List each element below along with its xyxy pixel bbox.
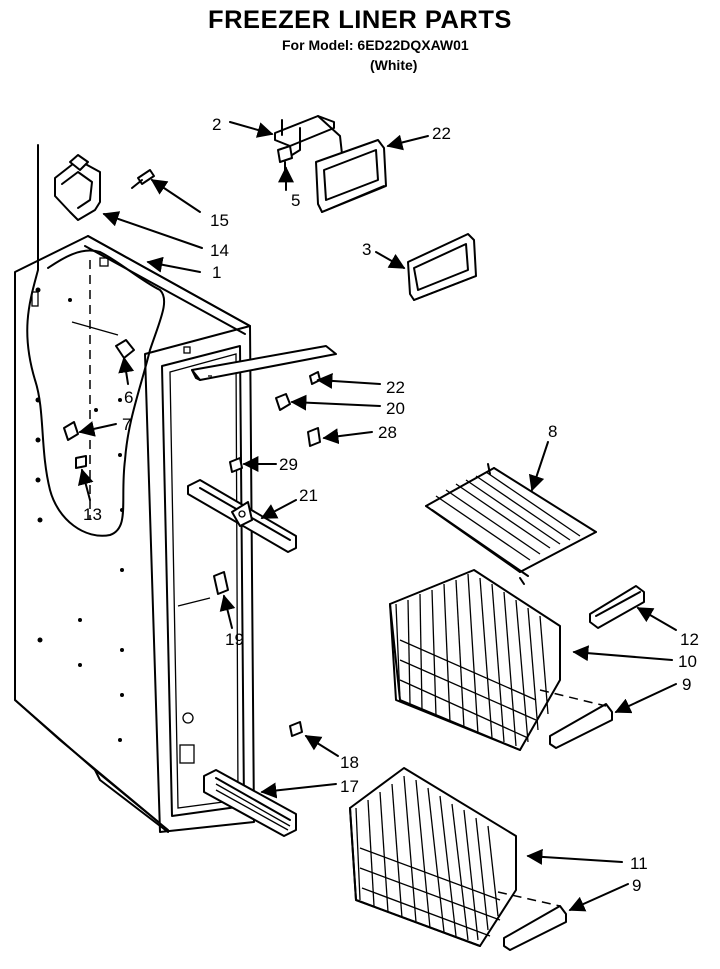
callout-22-mid: 28 [378,423,397,442]
clip-part-21 [275,393,291,411]
screw-part-20 [309,371,321,385]
basket-rail-part-9-upper [539,689,613,749]
clip-part-6 [115,339,135,359]
upper-bracket-part-14 [54,154,101,221]
callout-12: 12 [680,630,699,649]
callout-15: 15 [210,211,229,230]
callout-29: 29 [279,455,298,474]
callout-5: 5 [291,191,300,210]
clip-part-19 [213,571,229,595]
callout-8: 8 [548,422,557,441]
callout-labels: 2 22 5 15 14 3 1 22 6 20 7 28 8 29 21 13… [83,115,699,895]
screw-part-15 [131,169,155,189]
trim-part-22-top [315,139,387,213]
bottom-grille-part-17 [203,769,297,837]
freezer-liner [14,144,255,833]
callout-17: 17 [340,777,359,796]
upper-basket-part-10 [389,569,561,751]
clip-part-7 [63,408,98,441]
callout-14: 14 [210,241,229,260]
page-title: FREEZER LINER PARTS [208,6,512,34]
callout-2: 2 [212,115,221,134]
callout-13: 13 [83,505,102,524]
callout-1: 1 [212,263,221,282]
model-color: (White) [370,57,418,73]
callout-22: 22 [432,124,451,143]
callout-7: 7 [122,415,131,434]
cover-plate-part-20 [191,345,337,381]
callout-28: 21 [299,486,318,505]
callout-10: 10 [678,652,697,671]
callout-9-lower: 9 [632,876,641,895]
callout-3: 3 [362,240,371,259]
screw-part-13 [75,455,87,469]
basket-rail-part-12 [589,585,645,629]
model-number: For Model: 6ED22DQXAW01 [282,37,469,53]
callout-21: 20 [386,399,405,418]
callout-6: 6 [124,388,133,407]
callout-9-upper: 9 [682,675,691,694]
callout-18: 18 [340,753,359,772]
callout-11: 11 [630,854,648,873]
clip-part-22-mid [307,427,321,447]
trim-part-3 [407,233,477,301]
screw-part-18 [289,721,303,737]
callout-19: 19 [225,630,244,649]
basket-rail-part-9-lower [497,891,567,951]
screw-part-29 [229,457,243,473]
wire-shelf-part-8 [425,463,597,585]
lower-basket-part-11 [349,767,517,947]
leader-lines [77,121,677,912]
callout-20: 22 [386,378,405,397]
shelf-rail-part-28 [187,479,297,553]
